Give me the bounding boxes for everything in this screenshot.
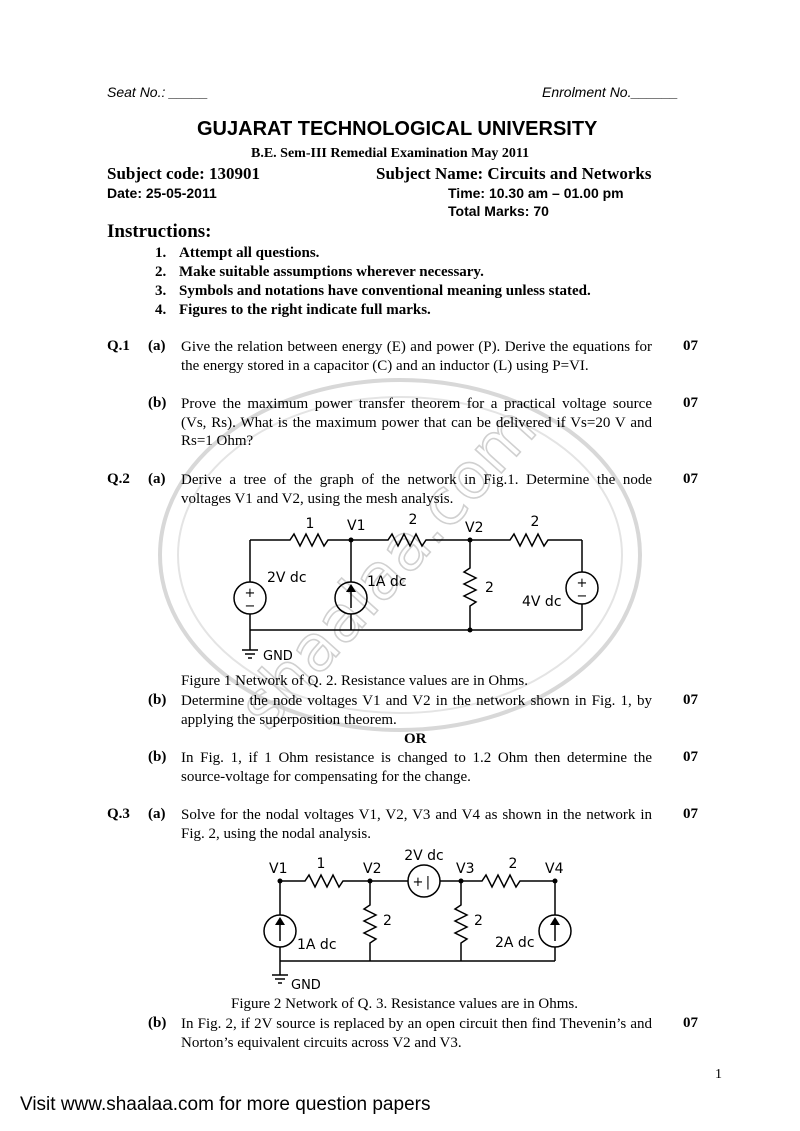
fig1-minus-left: − (245, 599, 256, 614)
enrolment-number: Enrolment No.______ (542, 84, 679, 100)
instruction-item: 1.Attempt all questions. (155, 245, 320, 261)
instructions-title: Instructions: (107, 221, 212, 242)
or-separator: OR (404, 731, 427, 747)
question-text: Determine the node voltages V1 and V2 in… (181, 693, 652, 728)
fig2-plus-label: + (413, 875, 424, 890)
fig2-v4-label: V4 (545, 861, 564, 877)
question-text: In Fig. 1, if 1 Ohm resistance is change… (181, 750, 652, 785)
fig2-src-2a-label: 2A dc (495, 935, 535, 951)
question-text: In Fig. 2, if 2V source is replaced by a… (181, 1016, 652, 1051)
fig2-v1-label: V1 (269, 861, 287, 877)
fig1-v1-label: V1 (347, 518, 365, 534)
fig1-r1-label: 1 (306, 516, 315, 532)
marks: 07 (683, 749, 698, 765)
fig2-r4-label: 2 (509, 856, 518, 872)
subquestion-label: (b) (148, 395, 167, 411)
figure-2-circuit: + | V1 1 V2 2V dc V3 2 V4 2 2 1A dc 2A d… (263, 848, 572, 993)
fig2-r3-label: 2 (474, 913, 483, 929)
question-number: Q.3 (107, 806, 130, 822)
marks: 07 (683, 1015, 698, 1031)
fig1-r2-label: 2 (409, 512, 418, 528)
question-text: Give the relation between energy (E) and… (181, 339, 652, 374)
question-number: Q.2 (107, 471, 130, 487)
subquestion-label: (b) (148, 749, 167, 765)
seat-number: Seat No.: _____ (107, 84, 209, 100)
marks: 07 (683, 471, 698, 487)
figure-2-caption: Figure 2 Network of Q. 3. Resistance val… (231, 996, 579, 1012)
watermark-seal: shaalaa.com (158, 378, 642, 735)
fig1-src-1a-label: 1A dc (367, 574, 407, 590)
marks: 07 (683, 806, 698, 822)
fig1-r4-label: 2 (531, 514, 540, 530)
exam-line: B.E. Sem-III Remedial Examination May 20… (251, 146, 530, 161)
footer-link-text: Visit www.shaalaa.com for more question … (20, 1094, 431, 1115)
subject-code: Subject code: 130901 (107, 164, 260, 183)
fig2-r2-label: 2 (383, 913, 392, 929)
question-text: Prove the maximum power transfer theorem… (181, 396, 652, 449)
university-name: GUJARAT TECHNOLOGICAL UNIVERSITY (197, 118, 598, 140)
subquestion-label: (b) (148, 1015, 167, 1031)
fig2-r1-label: 1 (317, 856, 326, 872)
fig1-minus-right: − (577, 589, 588, 604)
subquestion-label: (b) (148, 692, 167, 708)
exam-time: Time: 10.30 am – 01.00 pm (448, 185, 624, 201)
fig1-v2-label: V2 (465, 520, 483, 536)
subquestion-label: (a) (148, 471, 166, 487)
fig1-plus-left: + (245, 586, 256, 601)
question-text: Derive a tree of the graph of the networ… (181, 472, 652, 507)
fig2-v2-label: V2 (363, 861, 381, 877)
subject-name: Subject Name: Circuits and Networks (376, 164, 652, 183)
figure-1-caption: Figure 1 Network of Q. 2. Resistance val… (181, 673, 529, 689)
fig2-src-1a-label: 1A dc (297, 937, 337, 953)
subquestion-label: (a) (148, 338, 166, 354)
fig1-src-4v-label: 4V dc (522, 594, 562, 610)
page-number: 1 (715, 1067, 722, 1082)
instruction-item: 4.Figures to the right indicate full mar… (155, 302, 431, 318)
fig2-v3-label: V3 (456, 861, 474, 877)
fig1-src-2v-label: 2V dc (267, 570, 307, 586)
question-number: Q.1 (107, 338, 130, 354)
marks: 07 (683, 692, 698, 708)
marks: 07 (683, 338, 698, 354)
question-text: Solve for the nodal voltages V1, V2, V3 … (181, 807, 652, 842)
marks: 07 (683, 395, 698, 411)
fig2-src-2v-label: 2V dc (404, 848, 444, 864)
fig2-bar: | (426, 875, 430, 890)
figure-1-circuit: + − + − 1 V1 2 V2 2 2V dc 1A dc 2 4V dc … (233, 512, 599, 664)
fig1-r3-label: 2 (485, 580, 494, 596)
fig2-gnd-label: GND (291, 978, 321, 993)
instruction-item: 3.Symbols and notations have conventiona… (155, 283, 591, 299)
instruction-item: 2.Make suitable assumptions wherever nec… (155, 264, 484, 280)
fig1-plus-right: + (577, 576, 588, 591)
fig1-gnd-label: GND (263, 649, 293, 664)
exam-date: Date: 25-05-2011 (107, 185, 217, 201)
total-marks: Total Marks: 70 (448, 203, 549, 219)
subquestion-label: (a) (148, 806, 166, 822)
